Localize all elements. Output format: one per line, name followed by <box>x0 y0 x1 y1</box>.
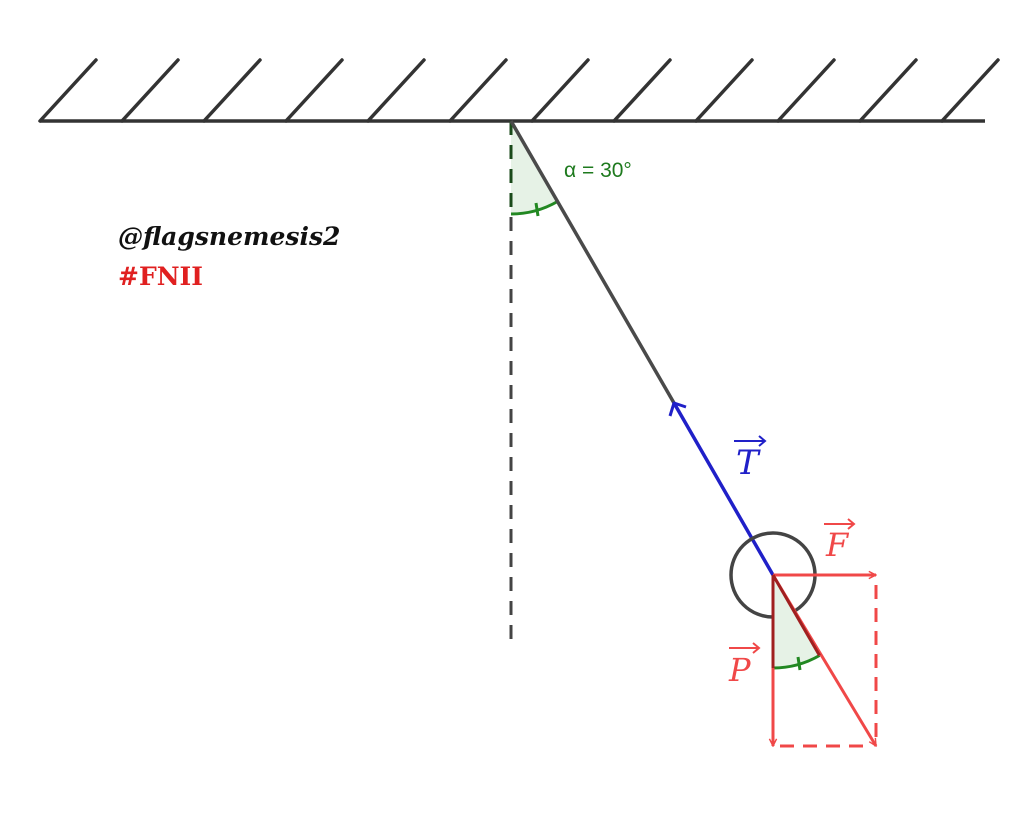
force-overarrow-head <box>847 518 856 530</box>
hatch-mark <box>694 58 754 123</box>
tension-vector <box>668 401 775 576</box>
weight-angle-tick <box>796 656 802 671</box>
tension-vector-arrowhead <box>668 401 687 417</box>
tension-vector-label: T <box>734 435 767 483</box>
weight-symbol: P <box>728 651 751 689</box>
weight-angle-sector <box>773 575 820 668</box>
hatch-mark <box>120 58 180 123</box>
force-symbol: F <box>825 526 850 564</box>
alpha-angle-label: α = 30° <box>564 159 632 182</box>
alpha-angle-arc <box>510 200 559 216</box>
weight-angle-arc <box>772 654 821 670</box>
hatch-mark <box>448 58 508 123</box>
weight-angle-marker <box>772 575 821 671</box>
tension-symbol: T <box>736 443 761 483</box>
watermark-hashtag: #FNII <box>118 262 203 291</box>
hatch-mark <box>284 58 344 123</box>
hatch-mark <box>202 58 262 123</box>
tension-vector-line <box>672 402 775 576</box>
hatch-mark <box>530 58 590 123</box>
weight-vector-label: P <box>728 642 761 689</box>
force-vector-label: F <box>824 518 856 564</box>
hatch-mark <box>776 58 836 123</box>
hatch-mark <box>940 58 1000 123</box>
watermark-handle: @flagsnemesis2 <box>118 222 341 251</box>
hatch-mark <box>612 58 672 123</box>
pendulum-string <box>509 120 676 404</box>
tension-overarrow-head <box>758 435 767 447</box>
force-parallelogram <box>771 574 878 748</box>
hatch-mark <box>858 58 918 123</box>
hatch-mark <box>366 58 426 123</box>
ceiling-hatching <box>38 58 1000 123</box>
weight-overarrow-head <box>752 642 761 654</box>
alpha-angle-tick <box>534 202 540 217</box>
ceiling <box>38 58 1000 123</box>
resultant-angle-edge <box>771 574 821 657</box>
hatch-mark <box>38 58 98 123</box>
